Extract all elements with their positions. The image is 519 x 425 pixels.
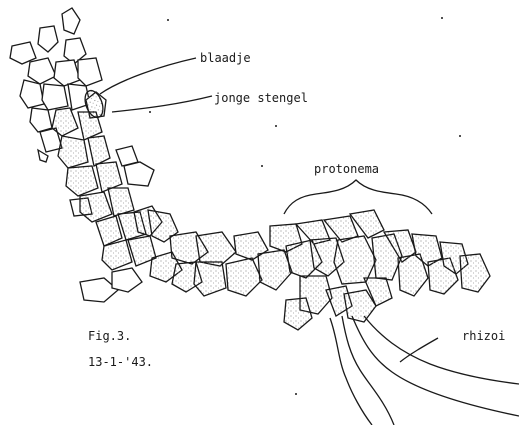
rhizoid-label: rhizoi (462, 330, 505, 342)
date-caption: 13-1-'43. (88, 356, 153, 368)
young-stem-label: jonge stengel (214, 92, 308, 104)
chlorophyll-cells (52, 88, 490, 330)
protonema-label: protonema (314, 163, 379, 175)
figure-caption: Fig.3. (88, 330, 131, 342)
stray-dots (149, 17, 461, 395)
leaf-label: blaadje (200, 52, 251, 64)
